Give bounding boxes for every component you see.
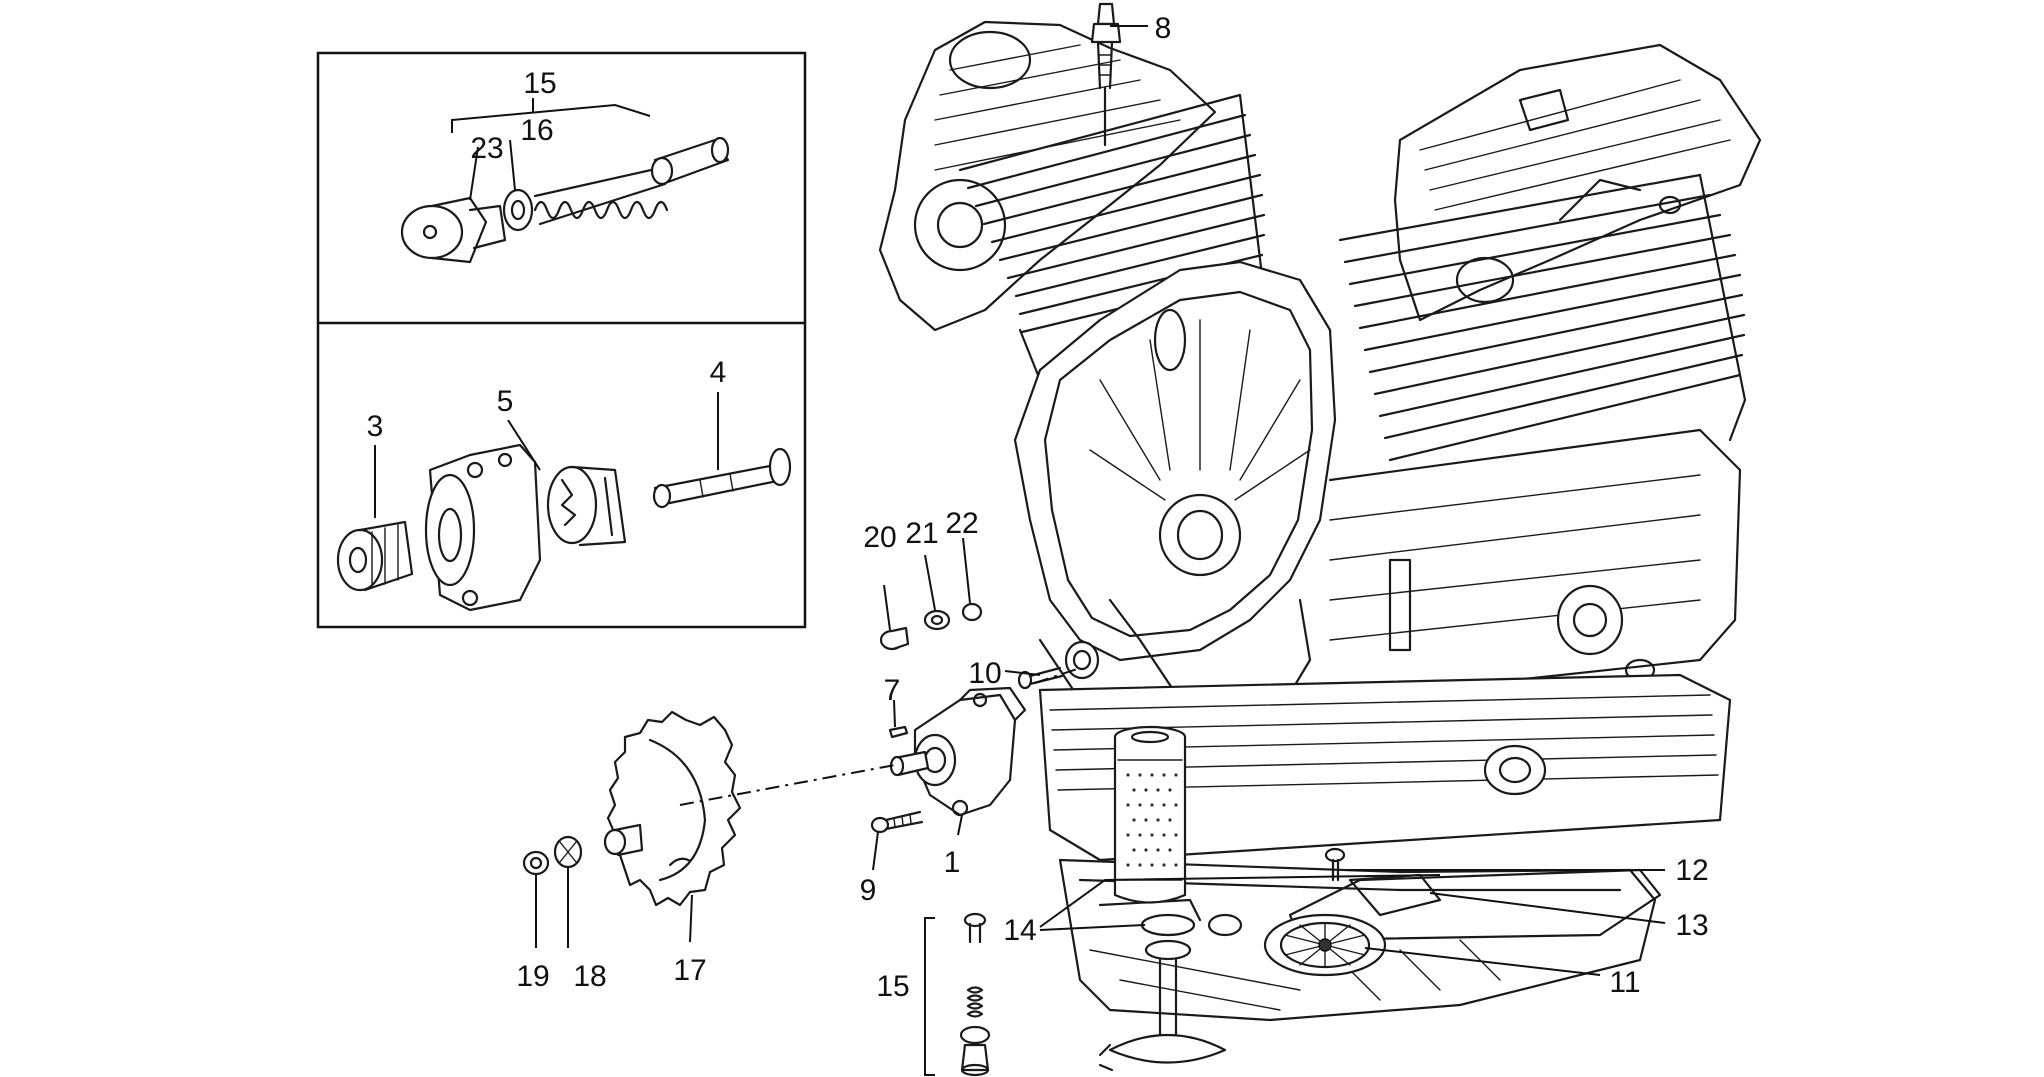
callout-15-top: 15 xyxy=(523,67,556,100)
relief-valve-piston xyxy=(650,136,730,186)
callout-17: 17 xyxy=(673,954,706,987)
crankcase-seal xyxy=(1064,640,1100,680)
callout-5: 5 xyxy=(497,385,514,418)
oil-pressure-sensor xyxy=(1090,2,1122,147)
callout-7: 7 xyxy=(884,674,901,707)
engine-side-block xyxy=(1328,428,1742,702)
callout-13: 13 xyxy=(1675,909,1708,942)
pump-body-inset xyxy=(424,443,542,612)
left-cylinder-head xyxy=(878,20,1217,332)
callout-19: 19 xyxy=(516,960,549,993)
pump-screw xyxy=(870,810,924,834)
pump-drive-gear xyxy=(336,520,414,592)
pump-shaft xyxy=(652,447,792,509)
engine-block xyxy=(878,20,1762,1022)
callout-22: 22 xyxy=(945,507,978,540)
sump-fins xyxy=(1038,673,1732,862)
callout-16: 16 xyxy=(520,114,553,147)
crankcase xyxy=(1013,260,1337,852)
dowel-pin xyxy=(888,725,909,739)
callout-1: 1 xyxy=(944,846,961,879)
filter-seal-strainer xyxy=(1098,913,1227,1072)
relief-valve-plug xyxy=(400,196,507,264)
oil-pump-body xyxy=(889,686,1027,817)
pump-sprocket xyxy=(603,710,742,907)
inset-box xyxy=(316,51,807,629)
strainer-gasket xyxy=(1348,873,1442,917)
relief-valve-washer xyxy=(502,188,534,232)
pump-rotor xyxy=(546,465,627,547)
pump-internals-assembly xyxy=(336,392,792,612)
relief-valve-spring xyxy=(533,166,669,226)
callout-23: 23 xyxy=(470,132,503,165)
callout-20: 20 xyxy=(863,521,896,554)
right-cylinder-fins xyxy=(1338,173,1747,462)
callout-labels: 15 23 16 3 5 4 8 20 21 22 10 7 9 1 17 18… xyxy=(367,12,1709,1003)
callout-14: 14 xyxy=(1003,914,1036,947)
callout-12: 12 xyxy=(1675,854,1708,887)
callout-10: 10 xyxy=(968,657,1001,690)
callout-4: 4 xyxy=(710,356,727,389)
oil-strainer-screen xyxy=(1263,913,1387,977)
sprocket-nut xyxy=(522,850,550,876)
right-cylinder-head xyxy=(1393,43,1762,322)
leader-lines xyxy=(535,25,1666,1076)
cover-screw xyxy=(1017,666,1064,690)
oil-filter xyxy=(1113,725,1187,904)
callout-8: 8 xyxy=(1155,12,1172,45)
callout-3: 3 xyxy=(367,410,384,443)
plug-screw-washer-oring xyxy=(879,602,983,651)
callout-11: 11 xyxy=(1609,966,1640,999)
relief-valve-assembly xyxy=(400,98,730,264)
callout-9: 9 xyxy=(860,874,877,907)
sprocket-washer xyxy=(553,835,583,869)
callout-15-bottom: 15 xyxy=(876,970,909,1003)
bypass-valve-stack xyxy=(959,912,991,1077)
callout-21: 21 xyxy=(905,517,938,550)
callout-18: 18 xyxy=(573,960,606,993)
